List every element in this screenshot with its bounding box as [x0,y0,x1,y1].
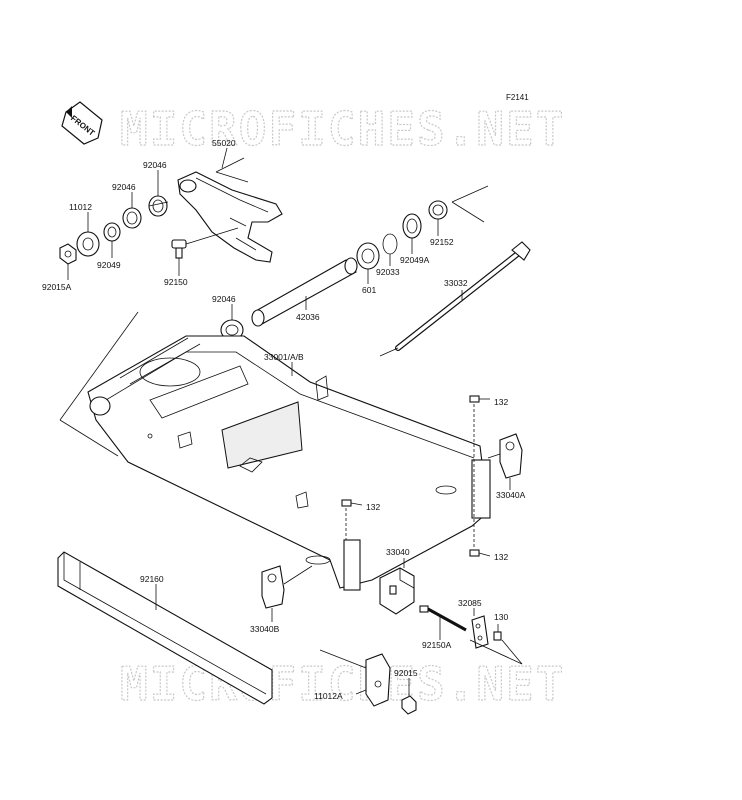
seal-92049 [103,222,121,242]
seal-92049A [402,213,422,239]
bearing-92046-lower [122,207,142,229]
label-132-mid: 132 [366,502,380,512]
front-arrow-icon: FRONT [61,101,103,145]
bracket-33040B [261,565,313,609]
chain-guard-55020 [177,157,283,263]
label-32085: 32085 [458,598,482,608]
watermark-bottom: MICROFICHES.NET [120,657,565,711]
label-92150: 92150 [164,277,188,287]
collar-11012 [76,231,100,257]
label-92046-c: 92046 [212,294,236,304]
block-33040 [379,567,415,615]
swingarm-33001 [59,311,491,591]
bearing-stack-right [356,185,489,270]
label-33040: 33040 [386,547,410,557]
label-92150A: 92150A [422,640,452,650]
watermark-top: MICROFICHES.NET [120,102,565,156]
label-33032: 33032 [444,278,468,288]
label-92046-a: 92046 [143,160,167,170]
plate-32085 [471,615,489,649]
bolt-130 [493,631,502,641]
bearing-92046-upper [148,195,169,217]
circlip-92033 [382,233,398,255]
label-92152: 92152 [430,237,454,247]
collar-92152 [428,200,448,220]
bolt-132-bottom [469,549,491,557]
label-33001: 33001/A/B [264,352,304,362]
label-33040B: 33040B [250,624,280,634]
bolt-132-mid [341,499,363,507]
label-55020: 55020 [212,138,236,148]
bearing-601 [356,242,380,270]
bracket-33040A [487,433,523,479]
nut-92015 [401,678,417,715]
label-92015A: 92015A [42,282,72,292]
label-42036: 42036 [296,312,320,322]
label-601: 601 [362,285,376,295]
label-92046-b: 92046 [112,182,136,192]
bolt-92150A [419,605,467,632]
sleeve-42036 [251,257,358,327]
label-33040A: 33040A [496,490,526,500]
label-11012A: 11012A [314,691,343,701]
bolt-132-top [469,395,490,403]
label-130: 130 [494,612,508,622]
label-92049A: 92049A [400,255,430,265]
part-labels: 55020 92046 92046 11012 92049 92015A 921… [42,138,526,701]
block-11012A [319,649,391,707]
label-92049: 92049 [97,260,121,270]
chain-slipper-92160 [57,551,273,705]
label-92033: 92033 [376,267,400,277]
nut-92015A [59,243,77,265]
label-132-bottom: 132 [494,552,508,562]
leader-lines [67,147,511,695]
label-11012: 11012 [69,202,92,212]
pivot-shaft-33032 [379,241,531,357]
label-132-top: 132 [494,397,508,407]
label-92160: 92160 [140,574,164,584]
figure-id: F2141 [506,93,529,102]
label-92015: 92015 [394,668,418,678]
bearing-stack-left [59,195,169,265]
